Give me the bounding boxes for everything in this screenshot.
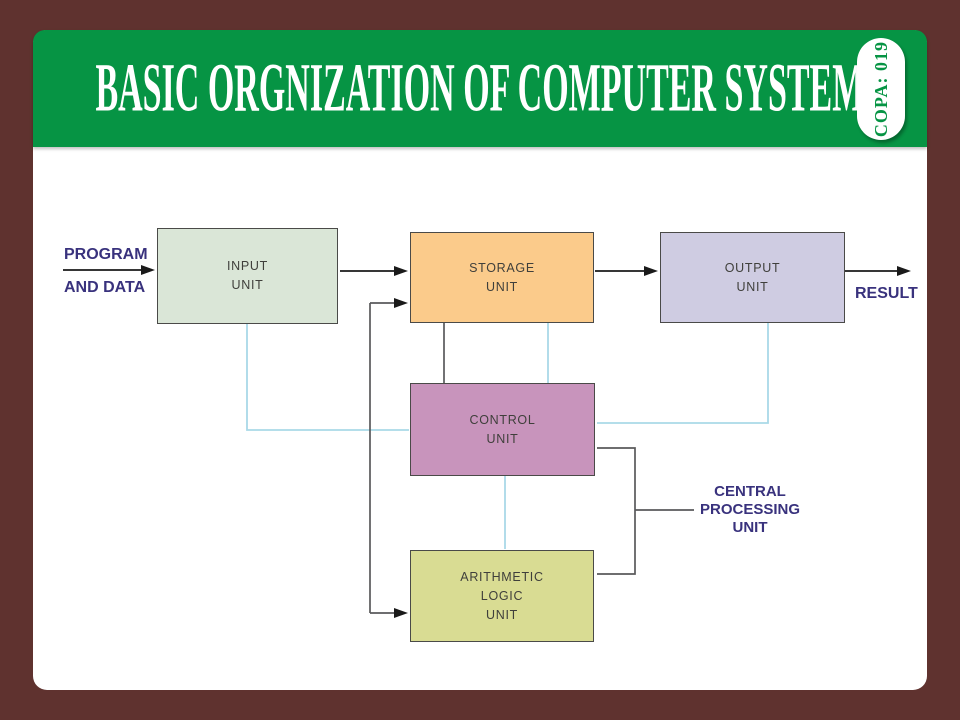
control-unit-label-line2: UNIT: [486, 431, 519, 446]
input-unit-box: INPUT UNIT: [157, 228, 338, 324]
storage-unit-box: STORAGE UNIT: [410, 232, 594, 323]
copa-badge: COPA: 019: [857, 38, 905, 140]
cpu-bracket: [597, 447, 636, 575]
result-arrowhead: [897, 266, 911, 276]
arithmetic-logic-unit-box: ARITHMETIC LOGIC UNIT: [410, 550, 594, 642]
alu-label-line1: ARITHMETIC: [460, 569, 544, 584]
cpu-label-line3: UNIT: [732, 519, 768, 536]
bus-to-alu-arrowhead: [394, 608, 408, 618]
storage-unit-label-line1: STORAGE: [469, 260, 535, 275]
program-label: PROGRAM: [64, 246, 148, 263]
output-unit-label-line2: UNIT: [736, 279, 769, 294]
page-title: BASIC ORGNIZATION OF COMPUTER SYSTEM: [95, 47, 865, 126]
program-arrowhead: [141, 265, 155, 275]
storage-output-arrowhead: [644, 266, 658, 276]
cpu-label-line1: CENTRAL: [714, 483, 786, 500]
gray-connectors: [369, 302, 694, 614]
and-data-label: AND DATA: [64, 279, 146, 296]
input-storage-arrowhead: [394, 266, 408, 276]
output-to-control-line: [597, 323, 769, 424]
input-unit-label-line1: INPUT: [227, 259, 268, 273]
storage-unit-label-line2: UNIT: [486, 279, 518, 294]
control-unit-label-line1: CONTROL: [469, 412, 536, 427]
central-processing-unit-label: CENTRAL PROCESSING UNIT: [698, 483, 802, 537]
flow-arrows: [63, 269, 899, 272]
input-unit-label-line2: UNIT: [231, 278, 264, 292]
cpu-label-line2: PROCESSING: [699, 501, 801, 518]
alu-label-line3: UNIT: [486, 607, 518, 622]
bus-to-storage-arrowhead: [394, 298, 408, 308]
output-unit-box: OUTPUT UNIT: [660, 232, 845, 323]
output-unit-label-line1: OUTPUT: [724, 260, 781, 275]
control-unit-box: CONTROL UNIT: [410, 383, 595, 476]
alu-label-line2: LOGIC: [480, 588, 524, 603]
blue-connectors: [246, 323, 769, 549]
input-to-control-line: [246, 324, 409, 431]
result-label: RESULT: [855, 285, 918, 302]
arrowheads: [141, 265, 911, 618]
header-banner: BASIC ORGNIZATION OF COMPUTER SYSTEM COP…: [33, 30, 927, 147]
